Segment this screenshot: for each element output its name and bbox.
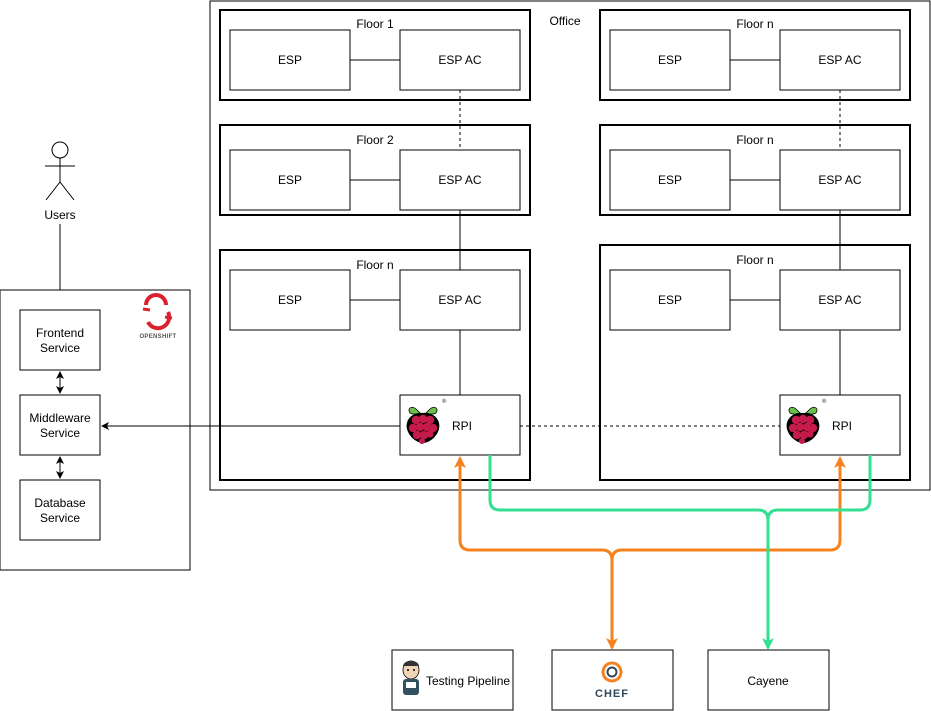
floor-box-left-1	[219, 9, 531, 101]
esp-ac-label-left-1: ESP AC	[438, 53, 481, 67]
floor-title-left-2: Floor 2	[356, 133, 394, 147]
floor-box-right-3	[599, 244, 911, 481]
registered-mark-left: ®	[442, 398, 447, 405]
floor-title-right-3: Floor n	[736, 253, 773, 267]
esp-label-left-2: ESP	[278, 173, 302, 187]
floor-box-right-1	[599, 9, 911, 101]
esp-ac-label-right-2: ESP AC	[818, 173, 861, 187]
middleware-label-line1: Middleware	[29, 411, 91, 425]
esp-ac-node-left-2	[399, 149, 521, 211]
esp-label-left-1: ESP	[278, 53, 302, 67]
floor-title-right-2: Floor n	[736, 133, 773, 147]
database-service-node	[19, 479, 101, 541]
rpi-label-right: RPI	[832, 419, 852, 433]
floor-title-left-1: Floor 1	[356, 17, 394, 31]
user-actor-icon	[45, 141, 75, 201]
cayene-label: Cayene	[747, 674, 789, 688]
esp-label-right-2: ESP	[658, 173, 682, 187]
openshift-logo-icon	[142, 293, 173, 331]
esp-ac-node-right-3	[779, 269, 901, 331]
esp-node-right-1	[609, 29, 731, 91]
chef-logo-icon	[601, 661, 623, 683]
jenkins-icon	[402, 660, 420, 695]
floor-title-right-1: Floor n	[736, 17, 773, 31]
openshift-logo-text: OPENSHIFT	[139, 334, 176, 340]
database-label-line2: Service	[40, 511, 80, 525]
esp-ac-label-right-1: ESP AC	[818, 53, 861, 67]
chef-link-right-rpi	[610, 456, 846, 561]
esp-ac-label-left-2: ESP AC	[438, 173, 481, 187]
esp-ac-label-left-3: ESP AC	[438, 293, 481, 307]
esp-ac-node-left-1	[399, 29, 521, 91]
esp-node-left-3	[229, 269, 351, 331]
middleware-service-node	[19, 394, 101, 456]
frontend-label-line2: Service	[40, 341, 80, 355]
registered-mark-right: ®	[822, 398, 827, 405]
floor-title-left-3: Floor n	[356, 258, 393, 272]
floor-box-left-3	[219, 249, 531, 481]
esp-label-right-1: ESP	[658, 53, 682, 67]
database-label-line1: Database	[34, 496, 86, 510]
office-title: Office	[549, 14, 580, 28]
esp-node-left-1	[229, 29, 351, 91]
esp-ac-node-left-3	[399, 269, 521, 331]
esp-label-right-3: ESP	[658, 293, 682, 307]
esp-ac-node-right-1	[779, 29, 901, 91]
floor-box-left-2	[219, 124, 531, 216]
rpi-label-left: RPI	[452, 419, 472, 433]
esp-node-right-3	[609, 269, 731, 331]
frontend-label-line1: Frontend	[36, 326, 84, 340]
frontend-service-node	[19, 309, 101, 371]
cayene-link-right-rpi	[766, 455, 872, 521]
esp-ac-label-right-3: ESP AC	[818, 293, 861, 307]
esp-label-left-3: ESP	[278, 293, 302, 307]
cayene-node	[707, 649, 830, 711]
chef-label: CHEF	[595, 688, 629, 700]
users-label: Users	[44, 208, 75, 222]
floor-box-right-2	[599, 124, 911, 216]
middleware-label-line2: Service	[40, 426, 80, 440]
testing-pipeline-label: Testing Pipeline	[426, 674, 510, 688]
